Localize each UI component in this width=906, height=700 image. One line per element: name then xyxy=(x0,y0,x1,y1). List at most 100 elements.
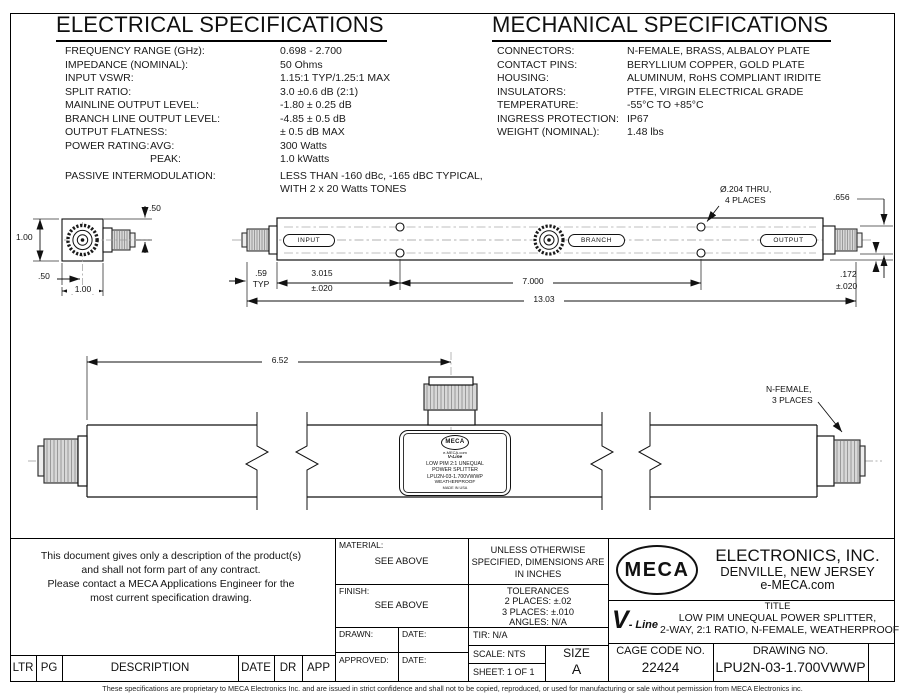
approved-label: APPROVED: xyxy=(339,655,389,665)
electrical-spec-list: FREQUENCY RANGE (GHz):0.698 - 2.700 IMPE… xyxy=(65,45,495,200)
spec-value: LESS THAN -160 dBc, -165 dBC TYPICAL, xyxy=(280,169,483,182)
plate-line: MADE IN USA xyxy=(442,486,468,491)
size-label: SIZE xyxy=(563,646,590,660)
electrical-specs-heading: ELECTRICAL SPECIFICATIONS xyxy=(56,12,387,42)
spec-label: SPLIT RATIO: xyxy=(65,85,132,98)
dim-label: 1.00 xyxy=(67,285,99,294)
technical-drawing xyxy=(28,198,893,510)
spec-value: -4.85 ± 0.5 dB xyxy=(280,112,346,125)
revision-col-app: APP xyxy=(306,662,330,674)
port-label-output: OUTPUT xyxy=(760,233,817,247)
spec-value: -55°C TO +85°C xyxy=(627,99,704,111)
product-label-plate-inner: MECA e-MECA.com V-Line LOW PIM 2:1 UNEQU… xyxy=(403,433,507,493)
mechanical-spec-list: CONNECTORS:N-FEMALE, BRASS, ALBALOY PLAT… xyxy=(497,45,897,145)
hole-note: Ø.204 THRU, xyxy=(720,184,772,194)
spec-value: BERYLLIUM COPPER, GOLD PLATE xyxy=(627,58,805,71)
spec-label: OUTPUT FLATNESS: xyxy=(65,126,168,138)
spec-sublabel: AVG: xyxy=(150,139,175,152)
spec-sublabel: PEAK: xyxy=(150,153,181,165)
dim-label: ±.020 xyxy=(311,283,333,293)
dim-label: 3.015 xyxy=(311,268,333,278)
spec-label: POWER RATING: xyxy=(65,139,150,152)
proprietary-footer: These specifications are proprietary to … xyxy=(102,684,803,693)
disclaimer-note: This document gives only a description o… xyxy=(20,549,322,605)
dim-label: ±.020 xyxy=(836,281,858,291)
drawing-number-value: LPU2N-03-1.700VWWP xyxy=(715,659,866,675)
company-website: e-MECA.com xyxy=(760,578,835,592)
spec-value: ± 0.5 dB MAX xyxy=(280,126,345,138)
plate-line: WEATHERPROOF xyxy=(434,480,476,486)
spec-value: 1.48 lbs xyxy=(627,126,664,138)
tolerances-note: TOLERANCES 2 PLACES: ±.02 3 PLACES: ±.01… xyxy=(502,586,574,628)
spec-label: INSULATORS: xyxy=(497,85,567,98)
revision-col-ltr: LTR xyxy=(12,662,34,674)
dim-label: 6.52 xyxy=(262,356,298,365)
spec-value: IP67 xyxy=(627,112,649,125)
drawing-number-label: DRAWING NO. xyxy=(752,645,829,657)
spec-label: BRANCH LINE OUTPUT LEVEL: xyxy=(65,112,221,125)
disclaimer-line: Please contact a MECA Applications Engin… xyxy=(47,578,295,590)
company-city: DENVILLE, NEW JERSEY xyxy=(720,564,875,579)
spec-value: 300 Watts xyxy=(280,139,327,152)
spec-label: FREQUENCY RANGE (GHz): xyxy=(65,45,205,57)
dim-label: .656 xyxy=(833,192,850,202)
side-view-drawing xyxy=(28,352,882,510)
dim-label: 1.00 xyxy=(16,232,33,242)
drawing-title-line1: LOW PIM UNEQUAL POWER SPLITTER, xyxy=(678,612,877,624)
disclaimer-line: most current specification drawing. xyxy=(90,592,252,604)
dim-label: .50 xyxy=(149,203,161,213)
disclaimer-line: and shall not form part of any contract. xyxy=(81,564,261,576)
revision-col-description: DESCRIPTION xyxy=(110,662,190,674)
port-label-branch: BRANCH xyxy=(568,233,625,247)
drawn-date-label: DATE: xyxy=(402,629,427,639)
units-note: UNLESS OTHERWISE SPECIFIED, DIMENSIONS A… xyxy=(471,545,605,579)
tir-value: TIR: N/A xyxy=(473,630,508,640)
dim-label: .50 xyxy=(38,271,50,281)
drawing-title-line2: 2-WAY, 2:1 RATIO, N-FEMALE, WEATHERPROOF xyxy=(660,624,900,636)
spec-value: 1.15:1 TYP/1.25:1 MAX xyxy=(280,72,391,84)
revision-col-dr: DR xyxy=(279,662,297,674)
port-label-input: INPUT xyxy=(283,233,335,247)
finish-value: SEE ABOVE xyxy=(374,600,429,611)
hole-note: 4 PLACES xyxy=(725,195,766,205)
dim-label: 7.000 xyxy=(513,277,553,286)
spec-value: 3.0 ±0.6 dB (2:1) xyxy=(280,85,359,98)
spec-label: TEMPERATURE: xyxy=(497,99,579,111)
spec-label: CONNECTORS: xyxy=(497,45,575,57)
material-label: MATERIAL: xyxy=(339,540,384,550)
plate-line: LPU2N-03-1.700VWWP xyxy=(427,473,483,480)
company-name: ELECTRONICS, INC. xyxy=(715,546,880,565)
dim-label: .172 xyxy=(840,269,857,279)
dim-label: TYP xyxy=(252,279,270,289)
revision-col-date: DATE xyxy=(241,662,271,674)
sheet-value: SHEET: 1 OF 1 xyxy=(473,667,535,677)
spec-label: CONTACT PINS: xyxy=(497,58,578,71)
finish-label: FINISH: xyxy=(339,586,370,596)
spec-label: PASSIVE INTERMODULATION: xyxy=(65,169,216,182)
drawing-border xyxy=(10,13,895,682)
dim-label: 13.03 xyxy=(524,295,564,304)
spec-label: HOUSING: xyxy=(497,72,549,84)
revision-col-pg: PG xyxy=(40,662,58,674)
vline-logo: V- Line xyxy=(612,606,659,634)
title-label: TITLE xyxy=(764,601,791,612)
material-value: SEE ABOVE xyxy=(374,556,429,567)
spec-label: WEIGHT (NOMINAL): xyxy=(497,126,600,138)
spec-label: INGRESS PROTECTION: xyxy=(497,112,619,125)
scale-value: SCALE: NTS xyxy=(473,648,526,659)
product-label-plate: MECA e-MECA.com V-Line LOW PIM 2:1 UNEQU… xyxy=(399,430,511,496)
approved-date-label: DATE: xyxy=(402,655,427,665)
plate-line: LOW PIM 2:1 UNEQUAL xyxy=(426,460,484,467)
spec-label: MAINLINE OUTPUT LEVEL: xyxy=(65,99,200,111)
top-view-drawing xyxy=(229,198,893,307)
spec-value: PTFE, VIRGIN ELECTRICAL GRADE xyxy=(627,85,804,98)
spec-value: 0.698 - 2.700 xyxy=(280,45,342,57)
spec-value: 1.0 kWatts xyxy=(280,153,330,165)
spec-value: ALUMINUM, RoHS COMPLIANT IRIDITE xyxy=(627,72,822,84)
spec-label: INPUT VSWR: xyxy=(65,72,134,84)
size-value: A xyxy=(571,661,582,677)
meca-logo: MECA xyxy=(616,545,698,595)
end-view-drawing xyxy=(33,206,152,296)
cage-code-label: CAGE CODE NO. xyxy=(616,645,705,657)
